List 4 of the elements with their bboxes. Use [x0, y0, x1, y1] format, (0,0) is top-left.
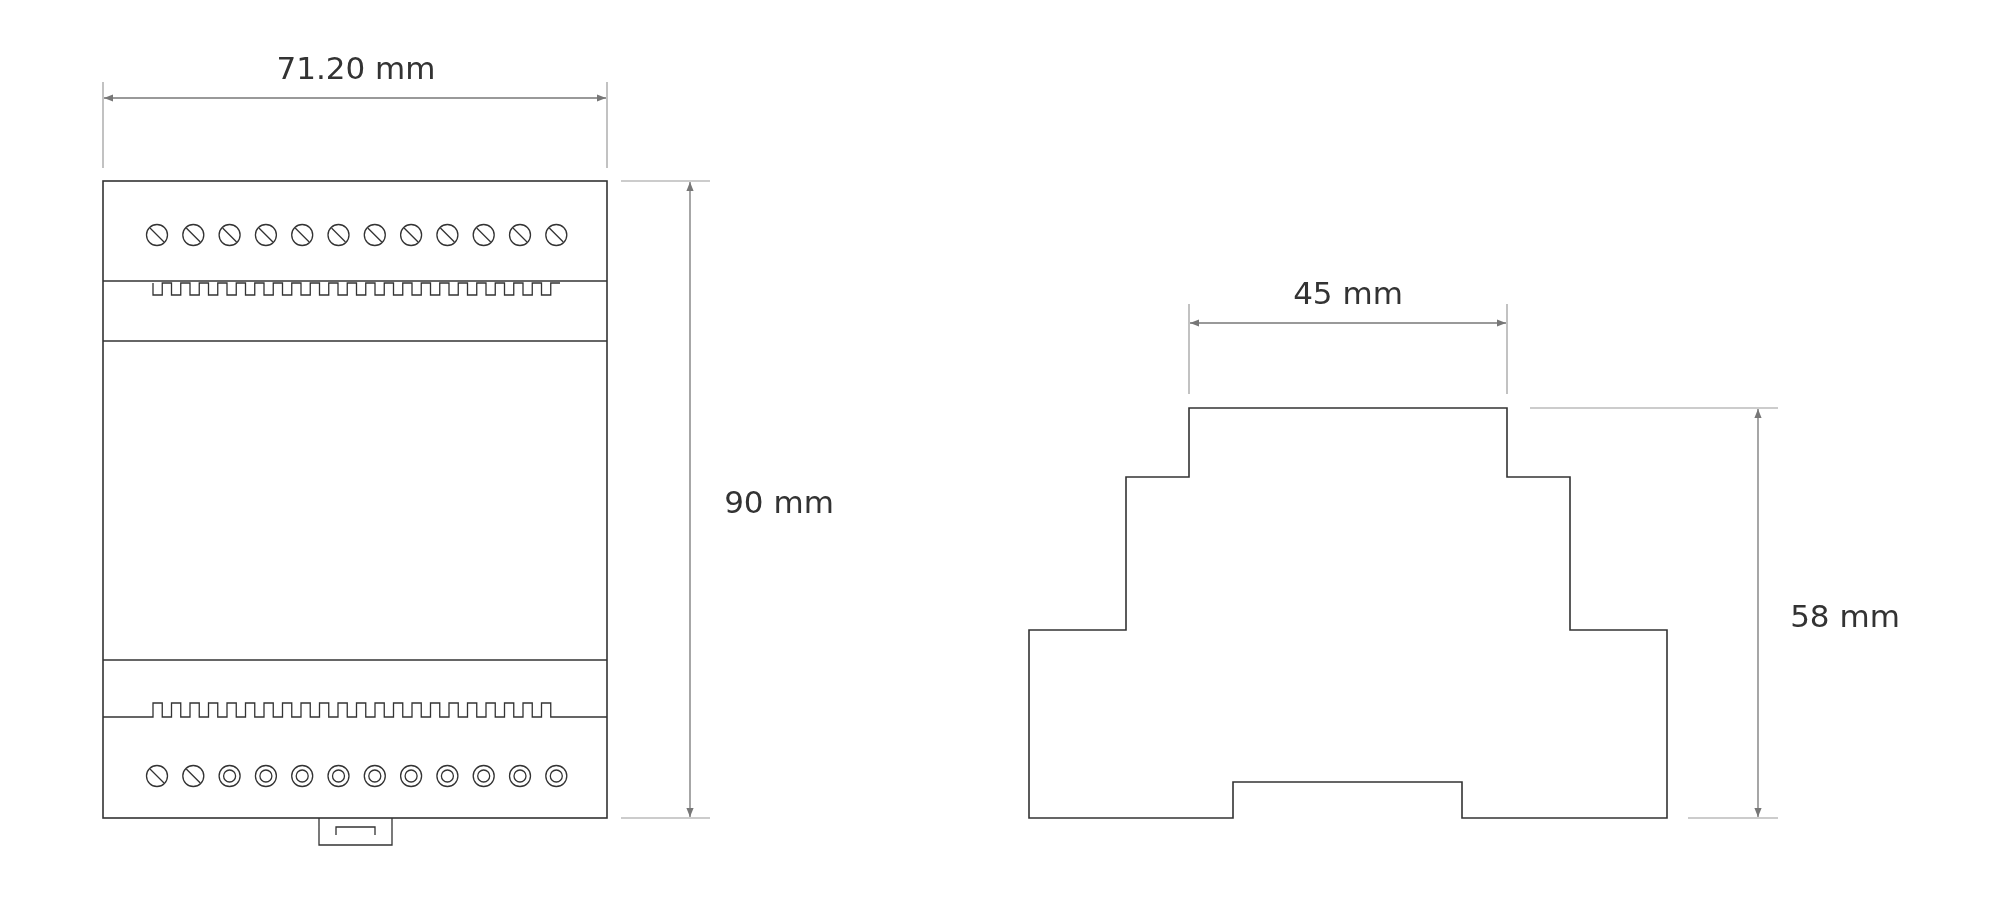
dimension-label: 45 mm — [1293, 275, 1403, 311]
dimension-label: 58 mm — [1790, 598, 1900, 634]
dimension-label: 90 mm — [724, 484, 834, 520]
dimension-label: 71.20 mm — [276, 50, 436, 86]
